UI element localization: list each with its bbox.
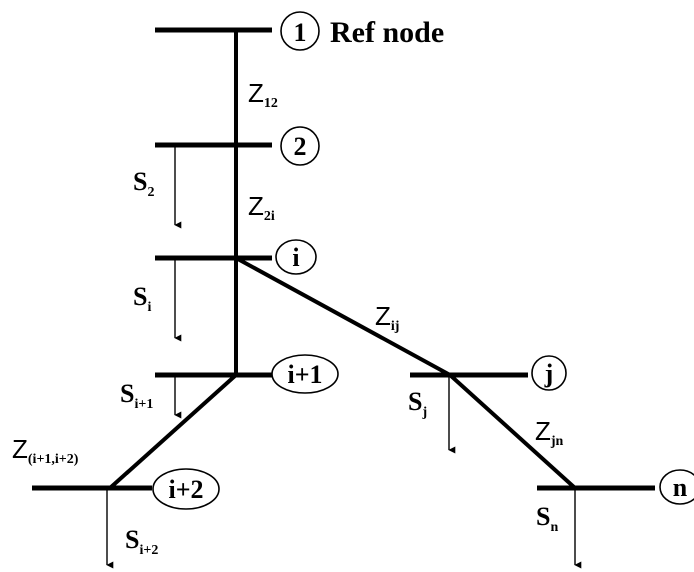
impedance-label-z12: Z12 (248, 78, 278, 111)
node-2: 2 (280, 126, 320, 166)
impedance-label-zij: Zij (375, 301, 399, 334)
impedance-label-zjn: Zjn (535, 416, 564, 449)
branch-line-i1-i2 (108, 373, 238, 490)
load-label-sj: Sj (408, 387, 427, 420)
node-i2-label: i+2 (168, 475, 203, 504)
node-n-label: n (673, 473, 688, 502)
load-label-s2: S2 (133, 167, 154, 200)
impedance-label-z2i: Z2i (248, 191, 275, 224)
node-1: 1 (280, 11, 320, 51)
branch-line-i-j (235, 256, 451, 377)
node-n: n (659, 469, 694, 505)
node-2-circle (280, 126, 320, 166)
impedance-label-zi1i2: Z(i+1,i+2) (12, 434, 79, 467)
node-n-circle (659, 469, 694, 505)
load-label-sn: Sn (536, 502, 558, 535)
load-label-si1: Si+1 (120, 379, 153, 412)
load-label-si: Si (133, 282, 151, 315)
node-2-label: 2 (294, 132, 307, 161)
node-j: j (531, 355, 567, 391)
node-i2-circle (152, 468, 220, 510)
node-j-circle (531, 355, 567, 391)
node-i: i (275, 239, 317, 275)
node-i-label: i (292, 243, 299, 272)
node-1-circle (280, 11, 320, 51)
node-i1-label: i+1 (287, 360, 322, 389)
branch-line-j-n (448, 373, 577, 490)
ref-node-label: Ref node (330, 16, 444, 49)
node-1-label: 1 (294, 18, 307, 47)
load-label-si2: Si+2 (125, 525, 158, 558)
node-i2: i+2 (152, 468, 220, 510)
node-i1: i+1 (271, 354, 339, 394)
node-i1-circle (271, 354, 339, 394)
node-i-circle (275, 239, 317, 275)
node-j-label: j (544, 359, 554, 388)
